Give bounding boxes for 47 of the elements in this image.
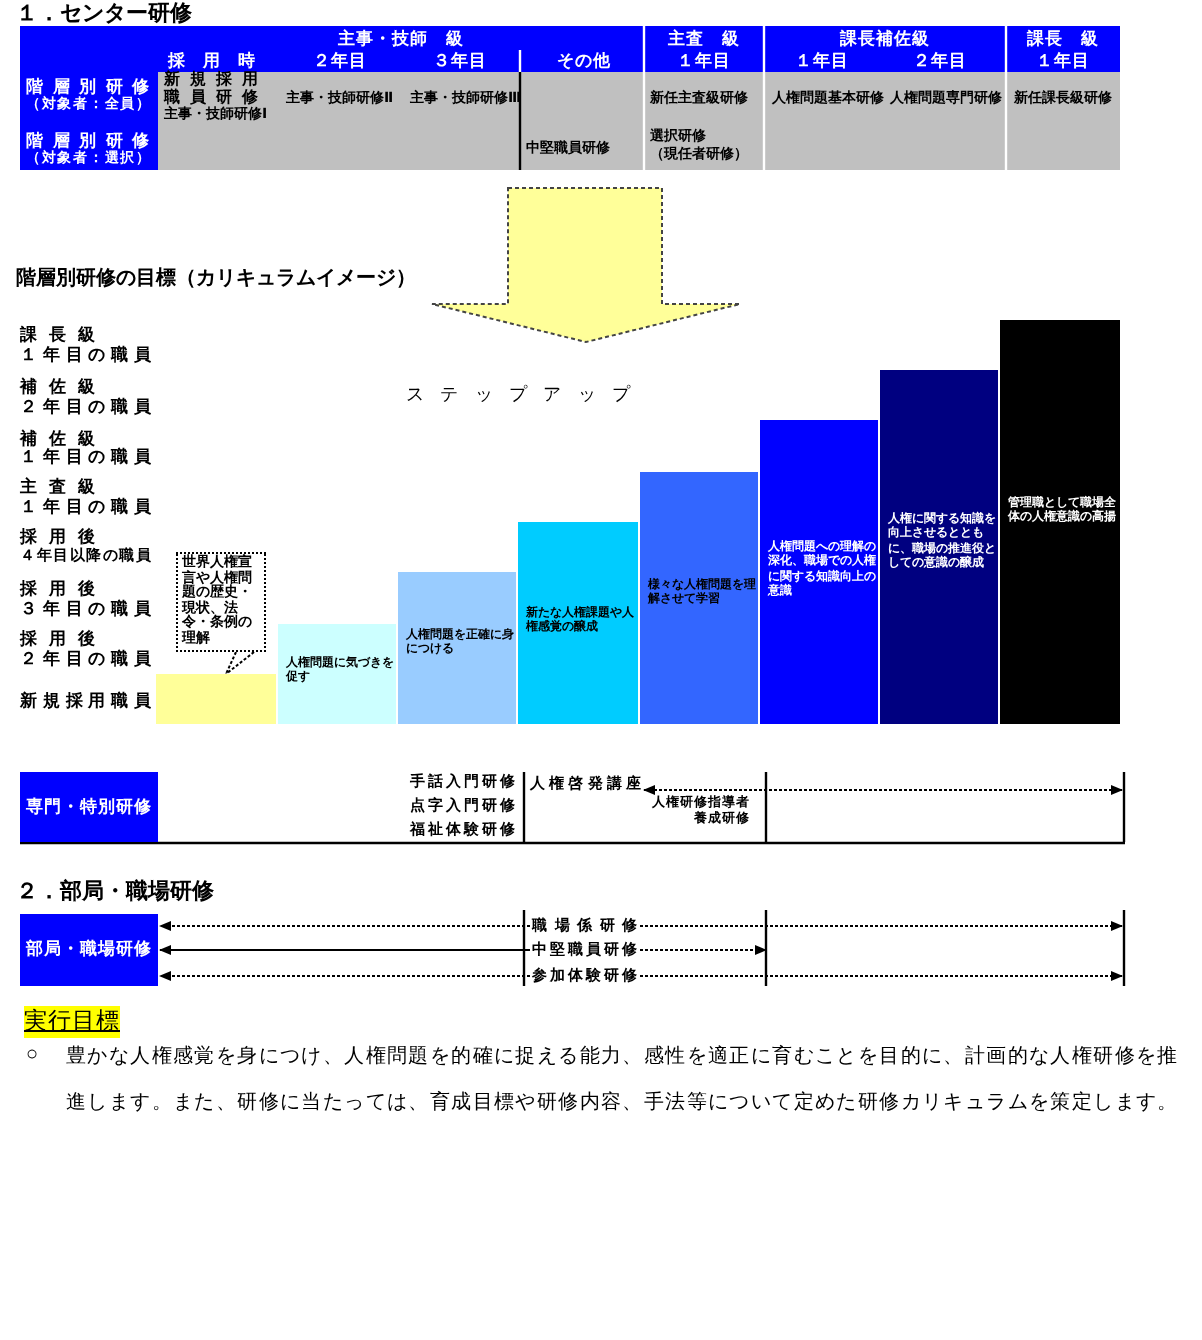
year-heading: その他 [557, 50, 611, 72]
category-box: 専門・特別研修 [20, 772, 158, 842]
chart-heading: 階層別研修の目標（カリキュラムイメージ） [16, 266, 416, 292]
highlighted-heading: 実行目標 [24, 1006, 120, 1038]
staff-level-label: 補佐級 [20, 428, 96, 448]
year-heading: ３年目 [433, 50, 487, 72]
staff-level-label: ２年目の職員 [20, 396, 152, 416]
arrow [159, 971, 531, 981]
grade-heading: 課長 級 [1027, 26, 1099, 50]
staff-level-label: 課長級 [20, 324, 96, 344]
year-heading: ２年目 [913, 50, 967, 72]
arrow [639, 971, 1123, 981]
staff-level-label: １年目の職員 [20, 496, 152, 516]
staff-level-label: 採用後 [20, 526, 96, 546]
staff-level-label: ３年目の職員 [20, 598, 152, 618]
bullet: ○ [26, 1042, 39, 1070]
staff-level-label: 新規採用職員 [20, 690, 152, 710]
grade-heading: 主事・技師 級 [338, 26, 464, 50]
arrow [643, 785, 1123, 795]
section-heading: １．センター研修 [16, 0, 192, 28]
step-up-text: ステップアップ [406, 382, 630, 406]
arrow [639, 921, 1123, 931]
course-name: 新規採用職員研修 [164, 72, 270, 106]
row-heading: 階層別研修 [26, 130, 150, 150]
year-heading: 採用時 [168, 50, 256, 70]
arrow [159, 921, 531, 931]
staff-level-label: 採用後 [20, 578, 96, 598]
row-heading: 階層別研修 [26, 76, 150, 96]
year-heading: １年目 [1036, 50, 1090, 72]
staff-level-label: ２年目の職員 [20, 648, 152, 668]
grade-heading: 主査 級 [668, 26, 740, 50]
category-box: 部局・職場研修 [20, 914, 158, 986]
staff-level-label: １年目の職員 [20, 446, 152, 466]
arrow [639, 945, 767, 955]
year-heading: １年目 [795, 50, 849, 72]
step-bar [156, 674, 276, 724]
year-heading: ２年目 [313, 50, 367, 72]
callout-tail [225, 651, 255, 675]
staff-level-label: 補佐級 [20, 376, 96, 396]
staff-level-label: １年目の職員 [20, 344, 152, 364]
paragraph: 豊かな人権感覚を身につけ、人権問題を的確に捉える能力、感性を適正に育むことを目的に、計画的な人権研修を推進します。また、研修に当たっては、育成目標や研修内容、手法等について定めた研修カリキュラムを策定します。 [66, 1043, 1181, 1118]
grade-heading: 課長補佐級 [840, 26, 930, 50]
arrow [159, 945, 531, 955]
staff-level-label: 主査級 [20, 476, 96, 496]
section-heading: ２．部局・職場研修 [16, 878, 214, 906]
staff-level-label: 採用後 [20, 628, 96, 648]
year-heading: １年目 [677, 50, 731, 72]
